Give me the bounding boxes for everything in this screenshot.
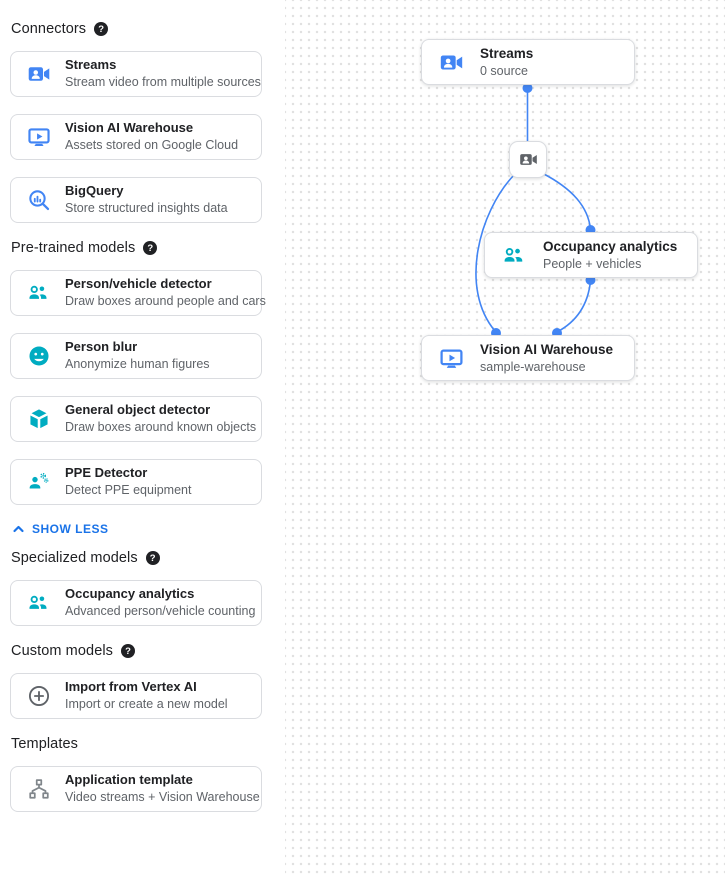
palette-item-text: PPE Detector Detect PPE equipment <box>65 465 191 498</box>
palette-item-title: Occupancy analytics <box>65 586 195 602</box>
people-icon <box>26 280 52 306</box>
edge-occupancy-to-warehouse <box>556 280 592 333</box>
section-custom-models: Custom models <box>11 643 262 659</box>
node-title: Vision AI Warehouse <box>480 342 614 358</box>
edge-processor-to-occupancy <box>541 172 592 230</box>
ppe-icon <box>26 469 52 495</box>
streams-icon <box>26 61 52 87</box>
hub-icon <box>26 776 52 802</box>
palette-item-person-vehicle-detector[interactable]: Person/vehicle detector Draw boxes aroun… <box>10 270 266 316</box>
plus-circle-icon <box>26 683 52 709</box>
chevron-up-icon <box>12 523 25 535</box>
node-text: Streams 0 source <box>480 45 533 79</box>
bigquery-icon <box>26 187 52 213</box>
palette-item-text: BigQuery Store structured insights data <box>65 183 228 216</box>
palette-item-text: Streams Stream video from multiple sourc… <box>65 57 261 90</box>
section-pretrained-models-label: Pre-trained models <box>11 240 136 256</box>
help-icon[interactable] <box>94 22 109 36</box>
face-blur-icon <box>26 343 52 369</box>
palette-item-text: Import from Vertex AI Import or create a… <box>65 679 228 712</box>
show-less-button[interactable]: SHOW LESS <box>12 522 262 536</box>
warehouse-icon <box>438 345 465 372</box>
section-specialized-models-label: Specialized models <box>11 550 138 566</box>
node-video-processor[interactable] <box>509 141 547 178</box>
palette-item-title: BigQuery <box>65 183 124 199</box>
palette-item-title: Import from Vertex AI <box>65 679 197 695</box>
palette-item-text: Person blur Anonymize human figures <box>65 339 210 372</box>
palette-item-title: Person/vehicle detector <box>65 276 212 292</box>
help-icon[interactable] <box>145 551 160 565</box>
help-icon[interactable] <box>121 644 136 658</box>
palette-item-subtitle: Advanced person/vehicle counting <box>65 604 256 619</box>
show-less-label: SHOW LESS <box>32 522 109 536</box>
palette-item-title: Application template <box>65 772 193 788</box>
palette-item-bigquery[interactable]: BigQuery Store structured insights data <box>10 177 262 223</box>
palette-item-subtitle: Draw boxes around known objects <box>65 420 257 435</box>
palette-item-title: Streams <box>65 57 117 73</box>
node-occupancy-analytics[interactable]: Occupancy analytics People + vehicles <box>484 232 698 278</box>
palette-item-import-from-vertex-ai[interactable]: Import from Vertex AI Import or create a… <box>10 673 262 719</box>
help-icon[interactable] <box>143 241 158 255</box>
node-subtitle: People + vehicles <box>543 256 642 271</box>
palette-item-subtitle: Assets stored on Google Cloud <box>65 138 239 153</box>
palette-item-application-template[interactable]: Application template Video streams + Vis… <box>10 766 262 812</box>
people-icon <box>501 242 528 269</box>
palette-item-text: Application template Video streams + Vis… <box>65 772 260 805</box>
palette-item-text: Vision AI Warehouse Assets stored on Goo… <box>65 120 238 153</box>
component-palette-sidebar: Connectors Streams Stream video from mul… <box>0 0 285 878</box>
palette-item-text: General object detector Draw boxes aroun… <box>65 402 257 435</box>
edges-layer <box>475 83 596 338</box>
streams-icon <box>438 49 465 76</box>
section-connectors-label: Connectors <box>11 21 87 37</box>
people-icon <box>26 590 52 616</box>
node-subtitle: sample-warehouse <box>480 359 586 374</box>
section-specialized-models: Specialized models <box>11 550 262 566</box>
node-title: Streams <box>480 46 534 62</box>
palette-item-subtitle: Draw boxes around people and cars <box>65 294 266 309</box>
node-text: Vision AI Warehouse sample-warehouse <box>480 341 613 375</box>
palette-item-text: Person/vehicle detector Draw boxes aroun… <box>65 276 266 309</box>
node-text: Occupancy analytics People + vehicles <box>543 238 677 272</box>
palette-item-occupancy-analytics[interactable]: Occupancy analytics Advanced person/vehi… <box>10 580 262 626</box>
warehouse-icon <box>26 124 52 150</box>
section-templates: Templates <box>11 736 262 752</box>
palette-item-title: Person blur <box>65 339 138 355</box>
node-streams[interactable]: Streams 0 source <box>421 39 635 85</box>
palette-item-ppe-detector[interactable]: PPE Detector Detect PPE equipment <box>10 459 262 505</box>
palette-item-subtitle: Anonymize human figures <box>65 357 210 372</box>
palette-item-subtitle: Video streams + Vision Warehouse <box>65 790 260 805</box>
palette-item-subtitle: Detect PPE equipment <box>65 483 192 498</box>
section-templates-label: Templates <box>11 736 78 752</box>
palette-item-subtitle: Store structured insights data <box>65 201 228 216</box>
node-subtitle: 0 source <box>480 63 528 78</box>
node-title: Occupancy analytics <box>543 239 678 255</box>
section-connectors: Connectors <box>11 21 262 37</box>
palette-item-general-object-detector[interactable]: General object detector Draw boxes aroun… <box>10 396 262 442</box>
section-custom-models-label: Custom models <box>11 643 114 659</box>
cube-icon <box>26 406 52 432</box>
palette-item-title: Vision AI Warehouse <box>65 120 194 136</box>
palette-item-streams[interactable]: Streams Stream video from multiple sourc… <box>10 51 262 97</box>
graph-canvas[interactable]: Streams 0 source Occupancy analytics <box>285 0 725 878</box>
palette-item-text: Occupancy analytics Advanced person/vehi… <box>65 586 256 619</box>
palette-item-title: General object detector <box>65 402 211 418</box>
palette-item-person-blur[interactable]: Person blur Anonymize human figures <box>10 333 262 379</box>
section-pretrained-models: Pre-trained models <box>11 240 262 256</box>
palette-item-subtitle: Import or create a new model <box>65 697 228 712</box>
palette-item-vision-ai-warehouse[interactable]: Vision AI Warehouse Assets stored on Goo… <box>10 114 262 160</box>
palette-item-subtitle: Stream video from multiple sources <box>65 75 261 90</box>
node-vision-ai-warehouse[interactable]: Vision AI Warehouse sample-warehouse <box>421 335 635 381</box>
palette-item-title: PPE Detector <box>65 465 148 481</box>
video-camera-icon <box>518 149 539 170</box>
